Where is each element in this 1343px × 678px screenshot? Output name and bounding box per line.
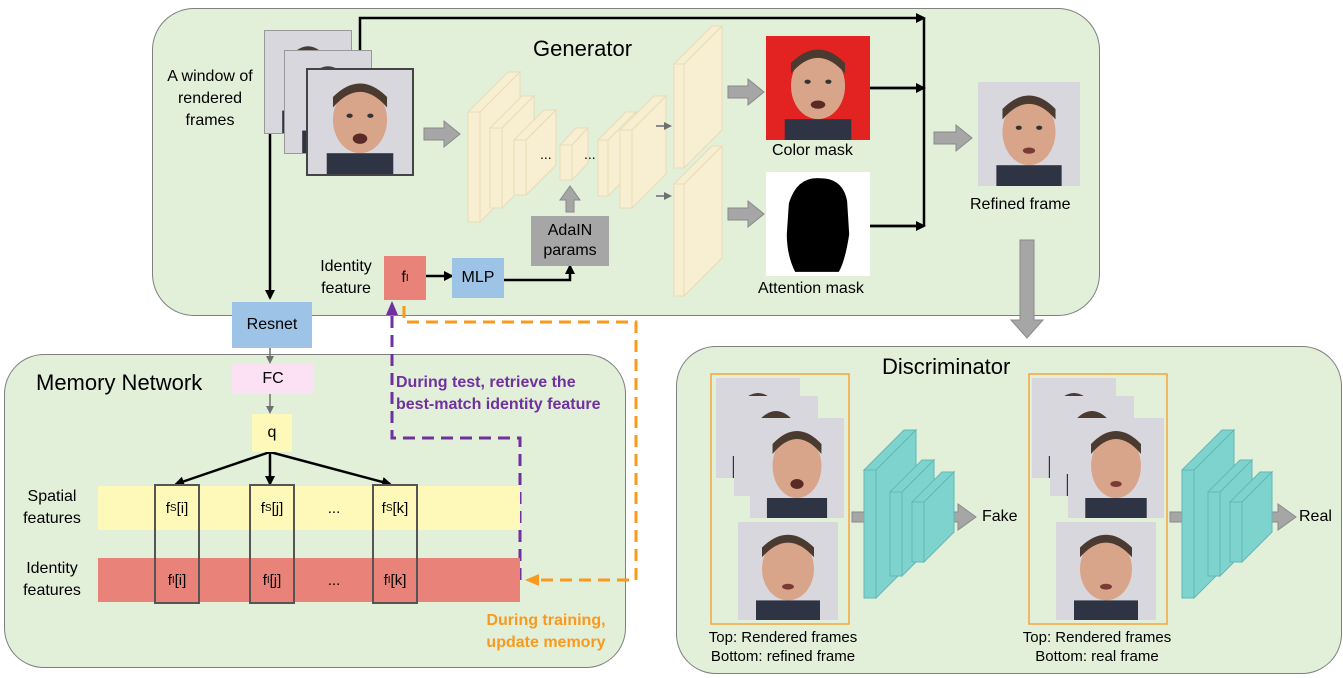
refined-frame-label: Refined frame xyxy=(970,196,1071,213)
input-window-label: A window of rendered frames xyxy=(167,68,253,129)
memory-network-title: Memory Network xyxy=(36,370,203,395)
test-retrieval-note: During test, retrieve the best-match ide… xyxy=(396,374,601,413)
identity-feature-label: Identity feature xyxy=(320,258,372,297)
spatial-cell-ellipsis: ... xyxy=(316,486,352,530)
cell-main: f xyxy=(383,571,388,589)
cell-sub: S xyxy=(264,502,272,514)
cell-sub: I xyxy=(171,574,175,586)
train-update-note: During training, update memory xyxy=(486,612,606,651)
rendered-frame-thumbnail xyxy=(306,68,414,176)
cell-main: f xyxy=(262,571,267,589)
cell-main: f xyxy=(167,571,172,589)
fi-sub-text: I xyxy=(405,272,409,284)
discriminator-title: Discriminator xyxy=(882,354,1011,379)
color-mask-image xyxy=(766,36,870,140)
fc-box: FC xyxy=(232,364,314,394)
cell-main: f xyxy=(165,499,170,517)
adain-params-box: AdaIN params xyxy=(531,216,609,266)
cell-index: [k] xyxy=(390,571,407,589)
memory-slot-i xyxy=(154,484,200,604)
memory-slot-k xyxy=(372,484,418,604)
cell-index: [j] xyxy=(271,499,284,517)
spatial-features-band xyxy=(98,486,520,530)
cell-sub: S xyxy=(169,502,177,514)
cell-main: f xyxy=(381,499,386,517)
identity-features-band xyxy=(98,558,520,602)
disc-rendered-frame-thumbnail xyxy=(750,418,844,518)
identity-cell-ellipsis: ... xyxy=(316,558,352,602)
cell-main: ... xyxy=(327,571,341,589)
real-input-group xyxy=(1028,373,1168,625)
real-output-label: Real xyxy=(1299,508,1332,525)
mlp-box: MLP xyxy=(452,258,504,298)
cell-index: [i] xyxy=(176,499,189,517)
cell-index: [j] xyxy=(269,571,282,589)
cell-index: [k] xyxy=(392,499,409,517)
cell-sub: I xyxy=(387,574,391,586)
cell-sub: S xyxy=(385,502,393,514)
disc-real-frame-thumbnail xyxy=(1056,522,1156,620)
fake-caption: Top: Rendered frames Bottom: refined fra… xyxy=(708,629,858,665)
cell-sub: I xyxy=(266,574,270,586)
disc-refined-frame-thumbnail xyxy=(738,522,838,620)
generator-title: Generator xyxy=(533,36,633,61)
encoder-ellipsis: ... xyxy=(540,146,552,162)
memory-slot-j xyxy=(249,484,295,604)
train-update-arrow xyxy=(402,306,638,586)
disc-rendered-frame-thumbnail xyxy=(1068,418,1164,518)
query-q-box: q xyxy=(252,414,292,452)
fake-output-label: Fake xyxy=(982,508,1018,525)
fake-input-group xyxy=(710,373,850,625)
decoder-ellipsis: ... xyxy=(584,146,596,162)
cell-main: f xyxy=(260,499,265,517)
cell-index: [i] xyxy=(174,571,187,589)
identity-features-label: Identity features xyxy=(23,560,81,599)
resnet-box: Resnet xyxy=(232,302,312,348)
attention-mask-label: Attention mask xyxy=(758,280,864,297)
discriminator-network-blocks xyxy=(862,428,1274,600)
generator-network-blocks xyxy=(466,24,724,298)
test-retrieval-arrow xyxy=(386,301,522,580)
color-mask-label: Color mask xyxy=(772,142,853,159)
attention-mask-image xyxy=(766,172,870,276)
fi-main-text: f xyxy=(401,269,406,286)
real-caption: Top: Rendered frames Bottom: real frame xyxy=(1022,629,1172,665)
cell-main: ... xyxy=(327,499,341,517)
refined-frame-image xyxy=(978,82,1080,186)
spatial-features-label: Spatial features xyxy=(23,488,81,527)
